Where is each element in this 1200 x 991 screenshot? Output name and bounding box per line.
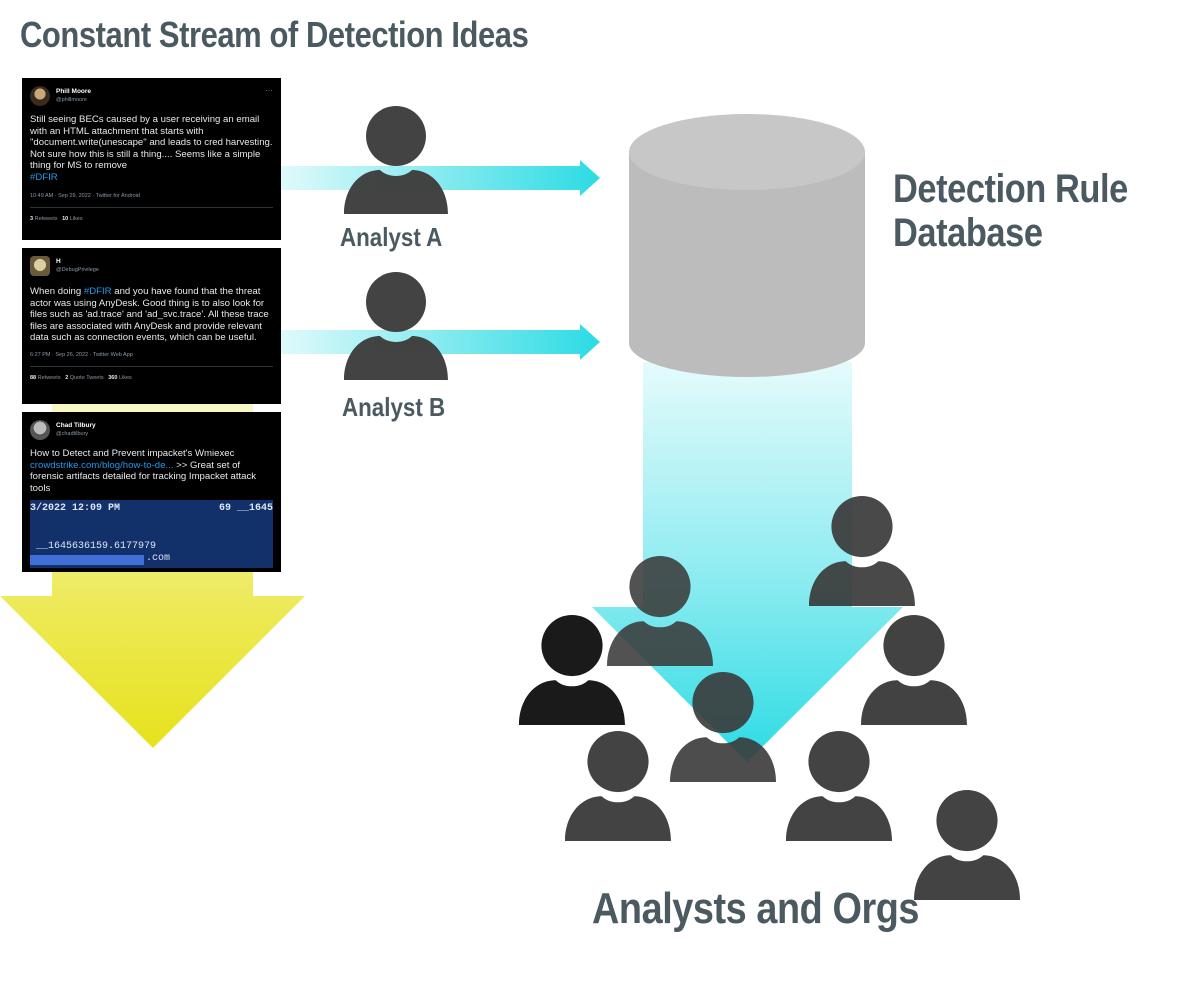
tweet-header: Phill Moore @phillmoore ··· [30, 84, 273, 108]
tweet-author-handle: @chadtilbury [56, 431, 89, 437]
redaction-bar [30, 555, 144, 565]
page-title: Constant Stream of Detection Ideas [20, 14, 529, 55]
database-label: Detection Rule Database [893, 167, 1128, 255]
like-count: 10 [62, 216, 69, 222]
tweet-author-name: Phill Moore [56, 88, 92, 95]
analysts-and-orgs-label: Analysts and Orgs [592, 884, 920, 933]
tweet-author-handle: @DebugPrivilege [56, 267, 99, 273]
tweet-author-name: Chad Tilbury [56, 422, 96, 429]
terminal-line-1-right: 69 __1645 [218, 503, 273, 514]
like-count: 360 [108, 374, 118, 381]
analyst-a-label: Analyst A [340, 222, 443, 252]
terminal-line-1-left: 3/2022 12:09 PM [30, 503, 121, 514]
tweet-hashtag: #DFIR [83, 286, 112, 297]
tweet-hashtag: #DFIR [30, 171, 58, 183]
retweet-count: 3 [30, 216, 34, 222]
tweet-card-phill-moore: Phill Moore @phillmoore ··· Still seeing… [22, 78, 281, 240]
database-label-line-2: Database [893, 211, 1043, 255]
like-label: Likes [118, 374, 132, 381]
person-icon [786, 730, 892, 842]
terminal-line-3: .com [146, 553, 171, 564]
tweet-card-debugprivilege: H @DebugPrivilege When doing #DFIR and y… [22, 248, 281, 404]
person-icon [565, 730, 671, 842]
tweet-card-chad-tilbury: Chad Tilbury @chadtilbury How to Detect … [22, 412, 281, 572]
tweet-stats: 88 Retweets 2 Quote Tweets 360 Likes [30, 365, 273, 381]
tweet-link: crowdstrike.com/blog/how-to-de... [30, 459, 174, 471]
retweet-label: Retweets [34, 216, 58, 222]
tweet-author-handle: @phillmoore [56, 97, 87, 103]
tweet-text: How to Detect and Prevent impacket's Wmi… [30, 448, 273, 494]
retweet-label: Retweets [37, 374, 61, 381]
tweet-timestamp: 10:49 AM · Sep 29, 2022 · Twitter for An… [30, 193, 140, 199]
tweet-header: Chad Tilbury @chadtilbury [30, 418, 273, 442]
avatar [30, 86, 50, 106]
retweet-count: 88 [30, 374, 37, 381]
like-label: Likes [69, 216, 83, 222]
tweet-stats: 3 Retweets 10 Likes [30, 207, 273, 222]
person-icon [914, 789, 1020, 901]
tweet-text: When doing #DFIR and you have found that… [30, 286, 273, 344]
tweet-text-end: and you have found that the threat actor… [30, 286, 269, 343]
quote-tweet-count: 2 [65, 374, 69, 381]
tweet-author-name: H [56, 258, 61, 265]
quote-tweet-label: Quote Tweets [69, 374, 104, 381]
avatar [30, 256, 50, 276]
avatar [30, 420, 50, 440]
analyst-b-label: Analyst B [342, 392, 446, 422]
tweet-header: H @DebugPrivilege [30, 254, 273, 278]
tweet-text-start: How to Detect and Prevent impacket's Wmi… [30, 448, 235, 459]
tweet-text-end: >> Great set of forensic artifacts detai… [30, 459, 257, 494]
tweet-text-start: When doing [30, 286, 84, 297]
database-label-line-1: Detection Rule [893, 167, 1128, 211]
more-options-icon: ··· [265, 86, 273, 95]
person-icon [519, 614, 625, 726]
analyst-a-person-icon [344, 106, 448, 214]
database-cylinder [629, 114, 865, 377]
analyst-b-person-icon [344, 272, 448, 380]
tweet-timestamp: 6:27 PM · Sep 26, 2022 · Twitter Web App [30, 351, 133, 358]
tweet-text: Still seeing BECs caused by a user recei… [30, 114, 273, 171]
terminal-line-2: __1645636159.6177979 [36, 541, 157, 552]
terminal-screenshot: 3/2022 12:09 PM 69 __1645 __1645636159.6… [30, 500, 273, 568]
